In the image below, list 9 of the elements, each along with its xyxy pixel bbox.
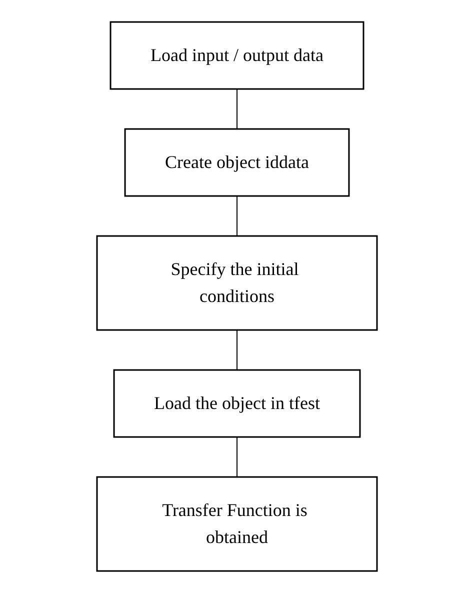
node-box: Specify the initial conditions (96, 234, 378, 330)
node-box: Transfer Function is obtained (96, 476, 378, 572)
connector (236, 436, 237, 477)
connector (236, 329, 237, 370)
node-box: Load input / output data (109, 20, 364, 90)
node-box: Create object iddata (124, 128, 350, 196)
node-box: Load the object in tfest (112, 368, 360, 438)
connector (236, 195, 237, 236)
connector (236, 88, 237, 129)
